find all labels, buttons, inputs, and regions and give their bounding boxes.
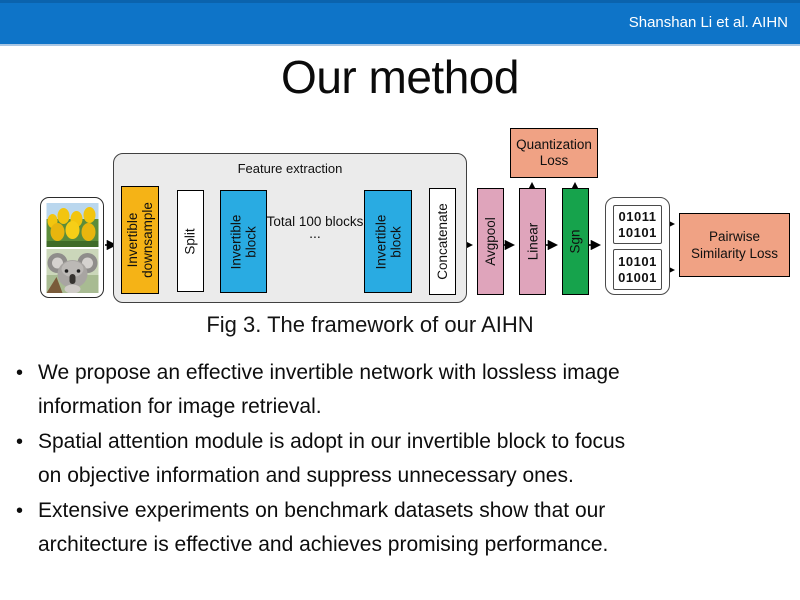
quantization-loss-line: Loss xyxy=(539,153,569,168)
hash-code-line: 01011 xyxy=(618,208,657,224)
label-line: Invertible xyxy=(125,212,141,268)
bullet-item-1: We propose an effective invertible netwo… xyxy=(14,356,792,424)
hash-code-2: 10101 01001 xyxy=(613,249,662,290)
total-blocks-text: Total 100 blocks xyxy=(266,214,364,229)
concatenate-label: Concatenate xyxy=(435,203,450,280)
architecture-diagram: Feature extraction Invertible downsample… xyxy=(0,122,800,318)
feature-extraction-label: Feature extraction xyxy=(237,161,343,176)
bullet-line: on objective information and suppress un… xyxy=(38,464,574,487)
split-label: Split xyxy=(183,227,199,255)
bullet-line: Spatial attention module is adopt in our… xyxy=(38,430,626,453)
label-line: Invertible xyxy=(228,214,244,269)
invertible-downsample-label: Invertible downsample xyxy=(125,202,155,278)
pairwise-loss-line: Similarity Loss xyxy=(690,246,779,261)
input-images-group xyxy=(40,197,104,298)
sgn-block: Sgn xyxy=(562,188,589,295)
figure-caption: Fig 3. The framework of our AIHN xyxy=(206,312,534,337)
koala-photo xyxy=(46,248,98,293)
invertible-block-2-label: Invertible block xyxy=(373,214,403,269)
avgpool-label: Avgpool xyxy=(483,217,499,266)
invertible-block-1: Invertible block xyxy=(220,190,267,293)
header-bar: Shanshan Li et al. AIHN xyxy=(0,0,800,46)
bullet-line: Extensive experiments on benchmark datas… xyxy=(38,499,606,522)
hash-code-1: 01011 10101 xyxy=(613,205,662,244)
invertible-block-1-label: Invertible block xyxy=(229,214,259,269)
hash-code-line: 10101 xyxy=(618,253,657,269)
total-blocks-note: Total 100 blocks ... xyxy=(262,214,368,241)
label-line: downsample xyxy=(140,202,156,278)
label-line: block xyxy=(388,225,403,258)
hash-code-line: 01001 xyxy=(618,269,657,285)
bullet-list: We propose an effective invertible netwo… xyxy=(14,356,792,563)
label-line: Invertible xyxy=(373,214,388,269)
sgn-label: Sgn xyxy=(568,229,583,254)
bullet-line: architecture is effective and achieves p… xyxy=(38,533,609,556)
tulips-photo xyxy=(46,202,98,247)
linear-label: Linear xyxy=(525,222,540,261)
bullet-line: information for image retrieval. xyxy=(38,395,322,418)
hash-code-line: 10101 xyxy=(618,224,657,240)
quantization-loss-box: Quantization Loss xyxy=(510,128,598,178)
invertible-downsample-block: Invertible downsample xyxy=(121,186,159,294)
label-line: block xyxy=(243,225,259,258)
quantization-loss-line: Quantization xyxy=(516,137,592,152)
ellipsis: ... xyxy=(309,225,321,241)
bullet-item-2: Spatial attention module is adopt in our… xyxy=(14,425,792,493)
bullet-line: We propose an effective invertible netwo… xyxy=(38,361,620,384)
pairwise-loss-line: Pairwise xyxy=(708,229,760,244)
page-title: Our method xyxy=(281,51,519,103)
bullet-item-3: Extensive experiments on benchmark datas… xyxy=(14,494,792,562)
avgpool-block: Avgpool xyxy=(477,188,504,295)
author-credit: Shanshan Li et al. AIHN xyxy=(628,13,788,31)
split-block: Split xyxy=(177,190,204,292)
invertible-block-2: Invertible block xyxy=(364,190,412,293)
pairwise-similarity-loss-box: Pairwise Similarity Loss xyxy=(679,213,790,277)
hash-codes-group: 01011 10101 10101 01001 xyxy=(605,197,670,295)
concatenate-block: Concatenate xyxy=(429,188,456,295)
linear-block: Linear xyxy=(519,188,546,295)
